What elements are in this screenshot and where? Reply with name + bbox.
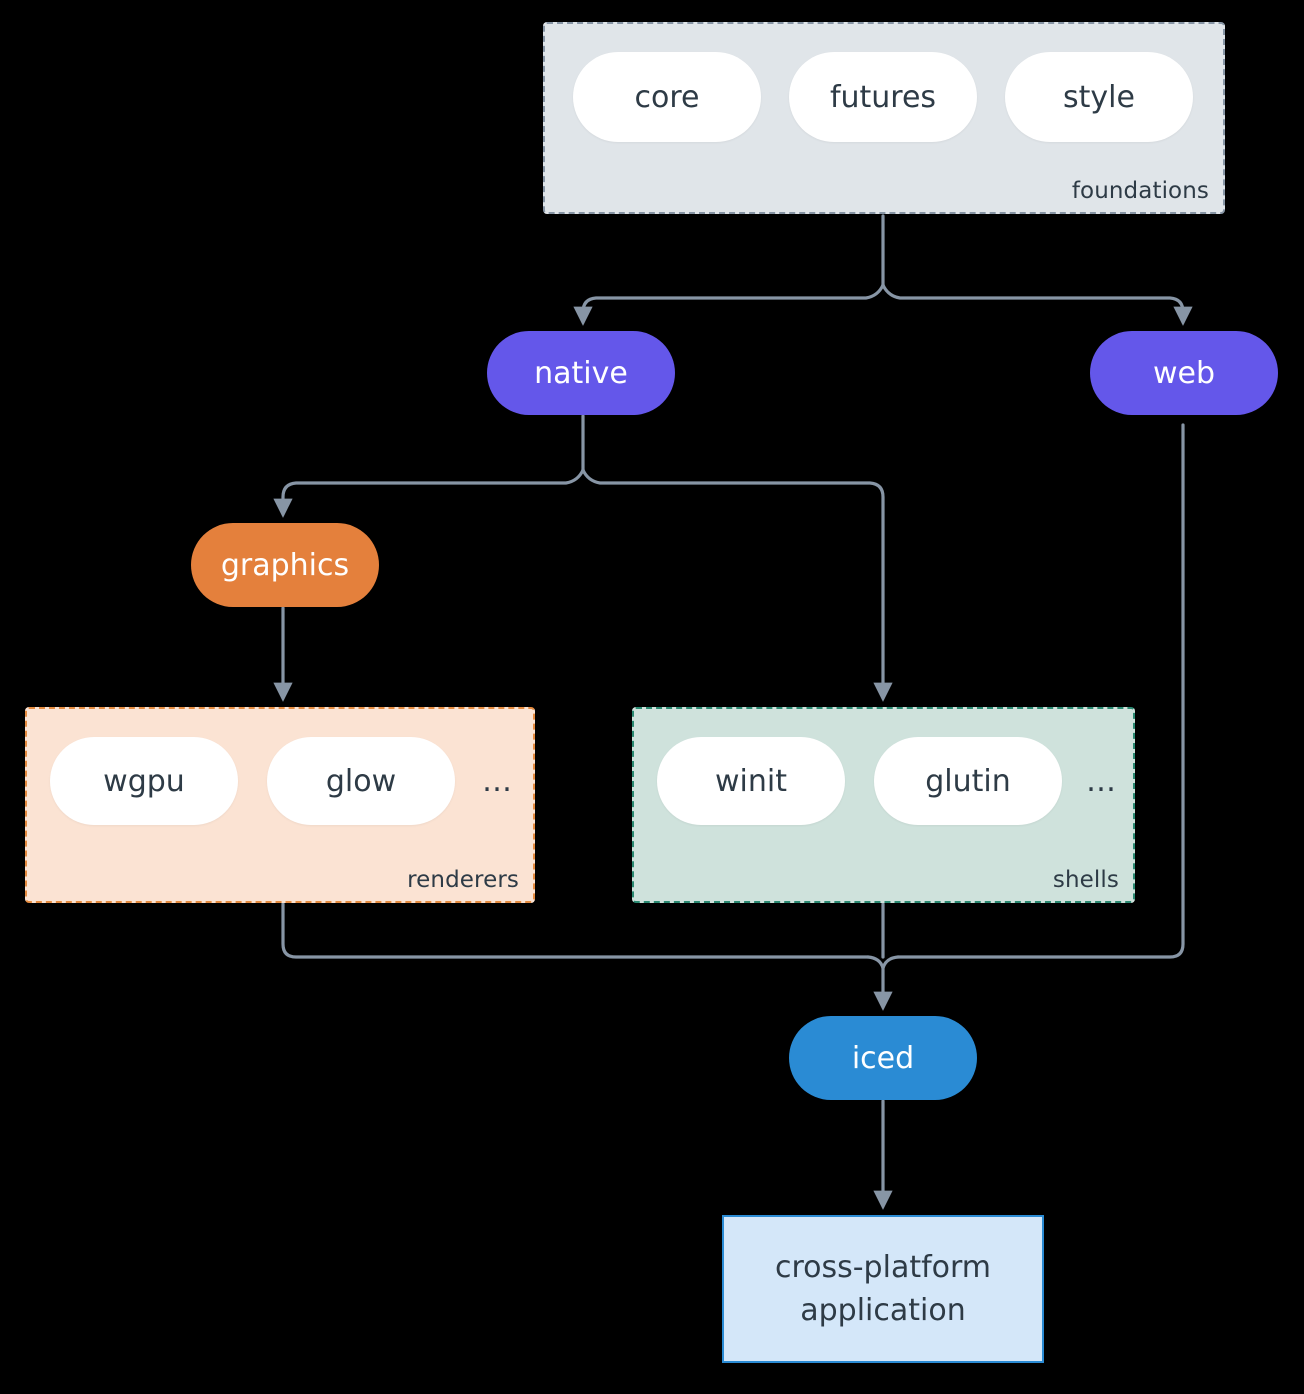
edge-native-to-shells [581, 468, 893, 702]
edge-merge-right-join [881, 955, 900, 970]
node-cross-platform-application[interactable]: cross-platform application [722, 1215, 1044, 1363]
application-label-line1: cross-platform [774, 1249, 992, 1285]
node-native[interactable]: native [487, 331, 675, 415]
node-futures[interactable]: futures [789, 52, 977, 142]
node-shells-more: … [1086, 763, 1116, 799]
node-wgpu[interactable]: wgpu [50, 737, 238, 825]
edge-renderers-to-iced [281, 902, 870, 959]
node-web[interactable]: web [1090, 331, 1278, 415]
edge-foundations-to-native [573, 283, 885, 326]
node-glow[interactable]: glow [267, 737, 455, 825]
node-graphics[interactable]: graphics [191, 523, 379, 607]
node-core[interactable]: core [573, 52, 761, 142]
edge-native-to-graphics [273, 468, 585, 518]
node-iced[interactable]: iced [789, 1016, 977, 1100]
cluster-shells-label: shells [1052, 867, 1119, 893]
cluster-foundations-label: foundations [1071, 178, 1209, 204]
node-renderers-more: … [482, 763, 512, 799]
edge-merge-to-iced [866, 955, 893, 1011]
node-winit[interactable]: winit [657, 737, 845, 825]
node-style[interactable]: style [1005, 52, 1193, 142]
cluster-renderers-label: renderers [407, 867, 519, 893]
node-glutin[interactable]: glutin [874, 737, 1062, 825]
edge-foundations-to-web [881, 283, 1193, 326]
application-label-line2: application [800, 1293, 966, 1328]
